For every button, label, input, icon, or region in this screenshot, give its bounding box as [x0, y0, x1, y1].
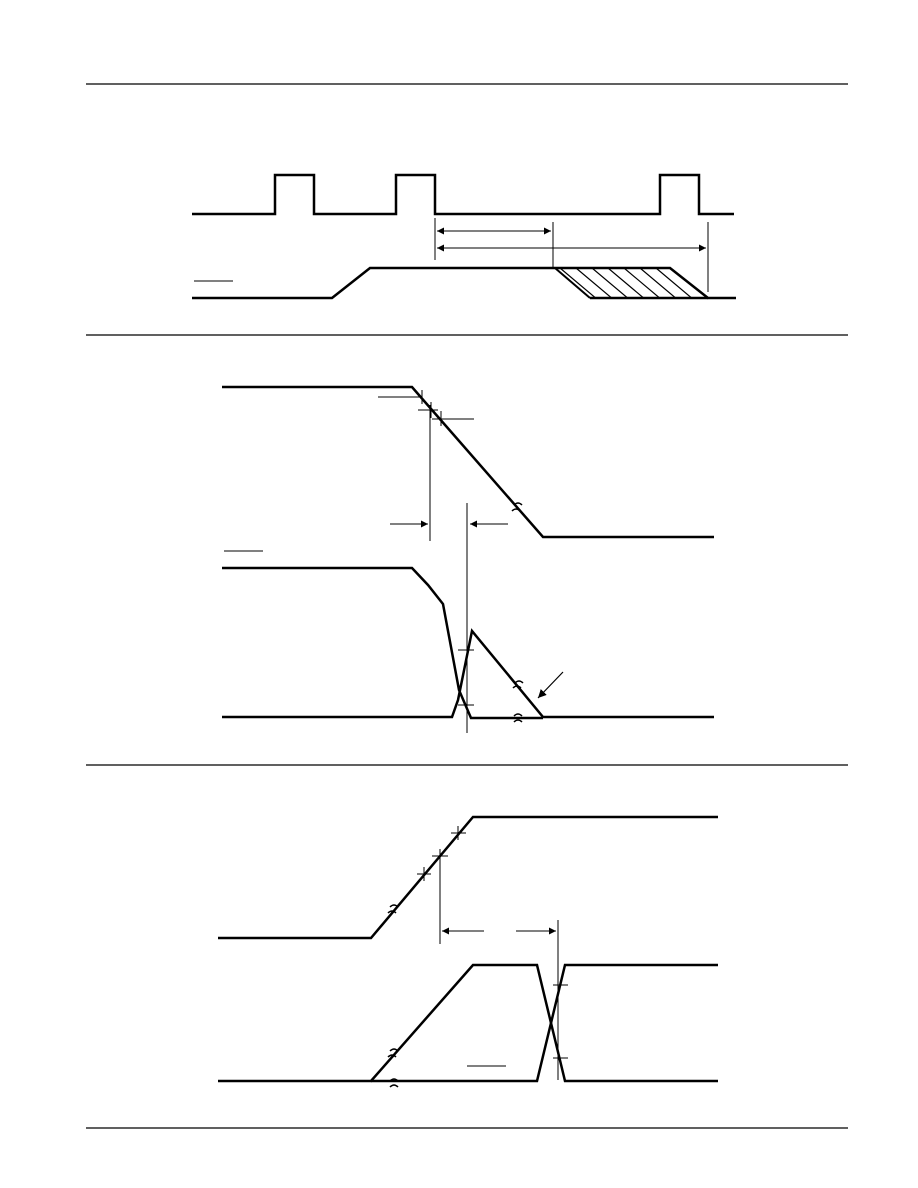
input-rising-edge: [218, 815, 718, 940]
output-rise-then-fall: [218, 963, 718, 1083]
clock-pulse-train: [192, 173, 734, 216]
output-rise-late: [371, 963, 718, 1083]
input-falling-edge: [222, 385, 714, 539]
edge-break-mark-1: [511, 502, 523, 512]
edge-break-mark-2: [512, 680, 524, 689]
hatched-transition-region: [559, 268, 695, 298]
falling-transition-diagram: [222, 385, 714, 733]
rise-break-mark-1: [387, 904, 399, 914]
hatch-left-edge: [554, 267, 591, 299]
rise-break-mark-3: [389, 1078, 399, 1088]
edge-break-mark-3: [513, 713, 523, 723]
output-crossover-spike: [222, 628, 714, 719]
rise-break-mark-2: [387, 1048, 399, 1058]
clock-timing-diagram: [192, 173, 736, 300]
output-falling-edge: [222, 566, 543, 720]
annotation-pointer-arrow: [537, 671, 564, 699]
output-ramp: [192, 266, 736, 300]
rising-transition-diagram: [218, 815, 718, 1088]
